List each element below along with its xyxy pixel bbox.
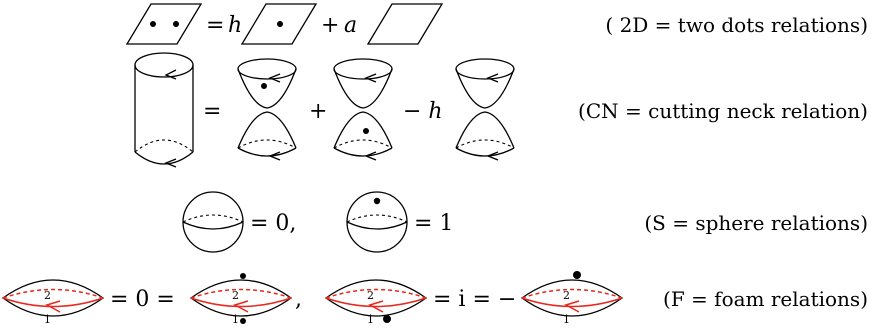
arrow-icon [268,73,281,83]
sphere-label: (S = sphere relations) [644,211,868,235]
equals-one: = 1 [414,211,453,236]
equals-sign: = [203,99,221,124]
dot [383,315,391,323]
foam-top-dot: 2 1 [520,271,624,326]
minus-h: − h [403,99,443,124]
equals-sign: = [206,13,224,38]
cap [237,111,297,161]
dot [277,21,283,27]
variable-h: h [228,13,242,38]
equals-zero: = 0, [250,211,296,236]
facet-number: 2 [563,289,570,302]
two-dots-label: ( 2D = two dots relations) [605,13,868,37]
cup [455,58,515,109]
dot [240,318,246,324]
arrow-icon [164,69,177,80]
facet-number: 1 [563,313,570,326]
arrow-icon [268,151,281,161]
cup-with-dot [237,58,297,109]
facet-number: 1 [367,313,374,326]
dot [373,197,381,205]
two-dots-relation: = h + a ( 2D = two dots relations) [125,3,868,45]
dot [573,271,581,279]
equals-zero-equals: = 0 = [110,287,175,312]
cap [455,111,515,161]
facet-number: 2 [232,289,239,302]
foam: 2 1 [1,279,105,326]
sphere [182,191,244,253]
plane-one-dot [240,3,318,45]
equals-i-equals-minus: = i = − [433,287,516,312]
cup [333,58,393,109]
arrow-icon [364,151,377,161]
variable-a: a [344,13,357,38]
dot [261,83,267,89]
facet-number: 1 [44,313,51,326]
cutting-neck-relation: = + − h [134,52,868,168]
arrow-icon [45,300,61,313]
arrow-icon [564,300,580,313]
plane-empty [366,3,444,45]
arrow-icon [368,300,384,313]
cutting-neck-label: (CN = cutting neck relation) [578,99,868,123]
facet-number: 1 [232,313,239,326]
arrow-icon [233,300,249,313]
dot [363,128,369,134]
foam-label: (F = foam relations) [663,287,868,311]
sphere-relations: = 0, = 1 (S = sphere relations) [182,191,868,253]
arrow-icon [486,73,499,83]
plane-two-dots [125,3,203,45]
plus-sign: + [321,13,339,38]
dot [173,21,179,27]
sphere-with-dot [346,191,408,253]
foam-two-dots: 2 1 [189,273,293,326]
arrow-icon [364,73,377,83]
foam-bottom-dot: 2 1 [324,279,428,326]
arrow-icon [164,158,177,168]
plus-sign: + [309,99,327,124]
cap-with-dot [333,111,393,161]
facet-number: 2 [44,289,51,302]
cylinder [134,52,194,168]
dot [240,273,246,279]
facet-number: 2 [367,289,374,302]
dot [150,21,156,27]
foam-relations: 2 1 = 0 = 2 1 , 2 1 = i = − [1,271,868,326]
arrow-icon [486,151,499,161]
comma: , [295,287,302,312]
